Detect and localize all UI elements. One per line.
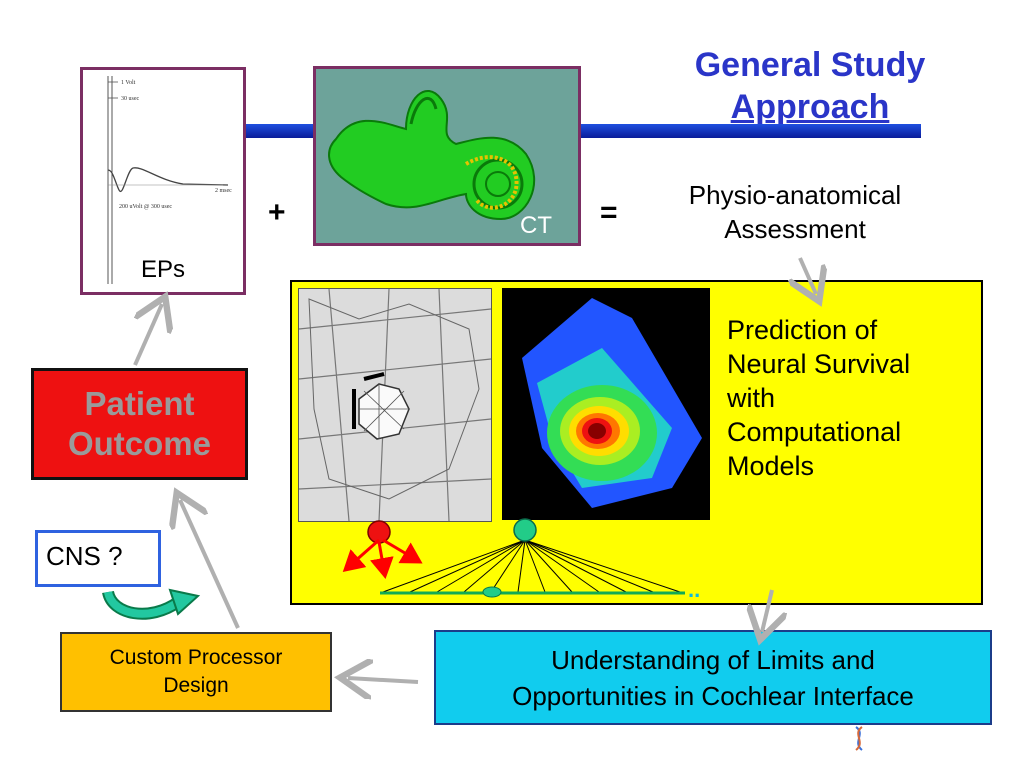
title-line-1: General Study (694, 46, 926, 84)
prediction-text: Prediction of Neural Survival with Compu… (727, 313, 910, 483)
physio-anatomical-label: Physio-anatomical Assessment (640, 178, 950, 246)
equals-sign: = (600, 196, 618, 229)
ep-trace-label-2: 30 usec (121, 96, 139, 102)
header-bar-right (581, 124, 921, 138)
patient-outcome-box: Patient Outcome (31, 368, 248, 480)
custom-processor-line-2: Design (163, 674, 229, 697)
ep-trace-label-4: 200 uVolt @ 300 usec (119, 204, 172, 210)
ct-panel: CT (313, 66, 581, 246)
custom-processor-box: Custom Processor Design (60, 632, 332, 712)
understanding-line-1: Understanding of Limits and (551, 644, 875, 675)
page-title: General Study Approach (650, 44, 970, 128)
title-line-2: Approach (730, 88, 890, 126)
plus-sign: + (268, 196, 286, 229)
prediction-line-2: Neural Survival (727, 349, 911, 379)
patient-outcome-line-2: Outcome (67, 425, 212, 462)
nerve-fiber-fan (382, 539, 681, 593)
ep-trace-label-1: 1 Volt (121, 80, 136, 86)
cns-curved-arrow (104, 590, 181, 618)
custom-processor-line-1: Custom Processor (109, 646, 283, 669)
ct-label: CT (520, 212, 552, 239)
physio-line-1: Physio-anatomical (688, 180, 902, 210)
arrow-understanding-to-processor (348, 678, 419, 682)
cochlea-spiral-inner (485, 171, 511, 197)
red-neuron-node (367, 520, 391, 544)
canal-loop (409, 96, 438, 125)
prediction-line-3: with (727, 383, 776, 413)
header-bar-left (243, 124, 315, 138)
mesh-graphic (298, 288, 492, 522)
arrow-outcome-to-eps (133, 304, 162, 366)
green-neuron-node (513, 518, 537, 542)
finite-element-mesh-image (298, 288, 492, 522)
electrode-contact (482, 586, 502, 598)
understanding-line-2: Opportunities in Cochlear Interface (512, 680, 914, 711)
cns-box: CNS ? (35, 530, 161, 587)
cns-label: CNS ? (46, 541, 123, 571)
arrow-processor-to-outcome (180, 500, 240, 629)
prediction-line-1: Prediction of (727, 315, 878, 345)
patient-outcome-line-1: Patient (84, 385, 195, 422)
potential-heatmap-image (502, 288, 710, 520)
eps-panel: 1 Volt 30 usec 2 msec 200 uVolt @ 300 us… (80, 67, 246, 295)
red-neuron-arrow-left (342, 538, 380, 572)
understanding-box: Understanding of Limits and Opportunitie… (434, 630, 992, 725)
arrow-physio-to-prediction (800, 257, 816, 294)
red-neuron-arrow-down (370, 541, 394, 579)
prediction-line-5: Models (727, 451, 815, 481)
ct-cochlea-render: CT (328, 89, 552, 239)
eps-label: EPs (141, 256, 185, 283)
physio-line-2: Assessment (724, 214, 866, 244)
electrode-array (464, 155, 519, 210)
ep-trace-label-3: 2 msec (215, 188, 232, 194)
prediction-line-4: Computational (727, 417, 902, 447)
heatmap-graphic (522, 298, 702, 508)
cochlea-spiral-outer (472, 158, 524, 210)
red-neuron-arrow-right (382, 538, 423, 564)
ep-waveform-trace (107, 167, 229, 193)
ep-waveform-graphic: 1 Volt 30 usec 2 msec 200 uVolt @ 300 us… (107, 76, 232, 284)
fan-ellipsis: .. (688, 577, 700, 602)
arrow-models-to-understanding (762, 589, 772, 632)
cns-curved-arrow-head (168, 588, 201, 616)
cochlea-shape (328, 89, 536, 221)
dna-icon (855, 726, 863, 751)
